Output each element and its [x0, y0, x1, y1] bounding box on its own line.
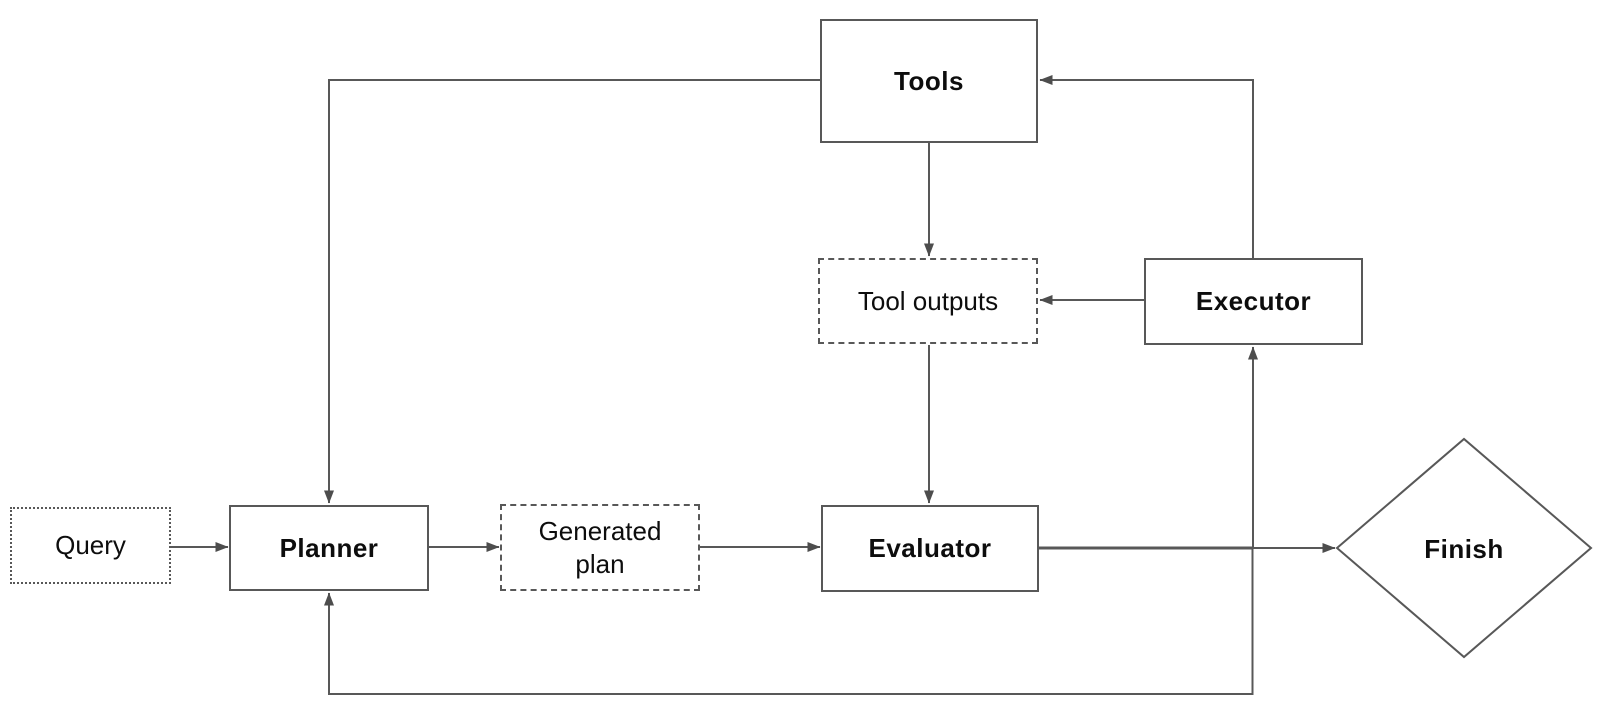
finish-diamond-shape [1335, 437, 1593, 659]
node-generated-plan-label: Generated plan [538, 516, 662, 579]
node-evaluator-label: Evaluator [868, 533, 992, 564]
node-finish: Finish [1389, 529, 1539, 569]
edge-evaluator-to-planner [324, 547, 1254, 695]
node-evaluator: Evaluator [821, 505, 1039, 592]
node-planner: Planner [229, 505, 429, 591]
node-planner-label: Planner [279, 532, 379, 563]
node-generated-plan: Generated plan [500, 504, 700, 591]
node-tool-outputs: Tool outputs [818, 258, 1038, 344]
node-tool-outputs-label: Tool outputs [857, 285, 999, 316]
node-query: Query [10, 507, 171, 584]
node-query-label: Query [55, 530, 126, 561]
edge-tools-to-planner [324, 79, 820, 504]
node-tools-label: Tools [894, 65, 964, 96]
node-finish-label: Finish [1424, 533, 1504, 564]
edge-evaluator-to-executor [1039, 346, 1258, 549]
node-executor-label: Executor [1195, 286, 1312, 317]
node-executor: Executor [1144, 258, 1363, 345]
node-tools: Tools [820, 19, 1038, 143]
edge-executor-to-tools [1039, 75, 1254, 258]
